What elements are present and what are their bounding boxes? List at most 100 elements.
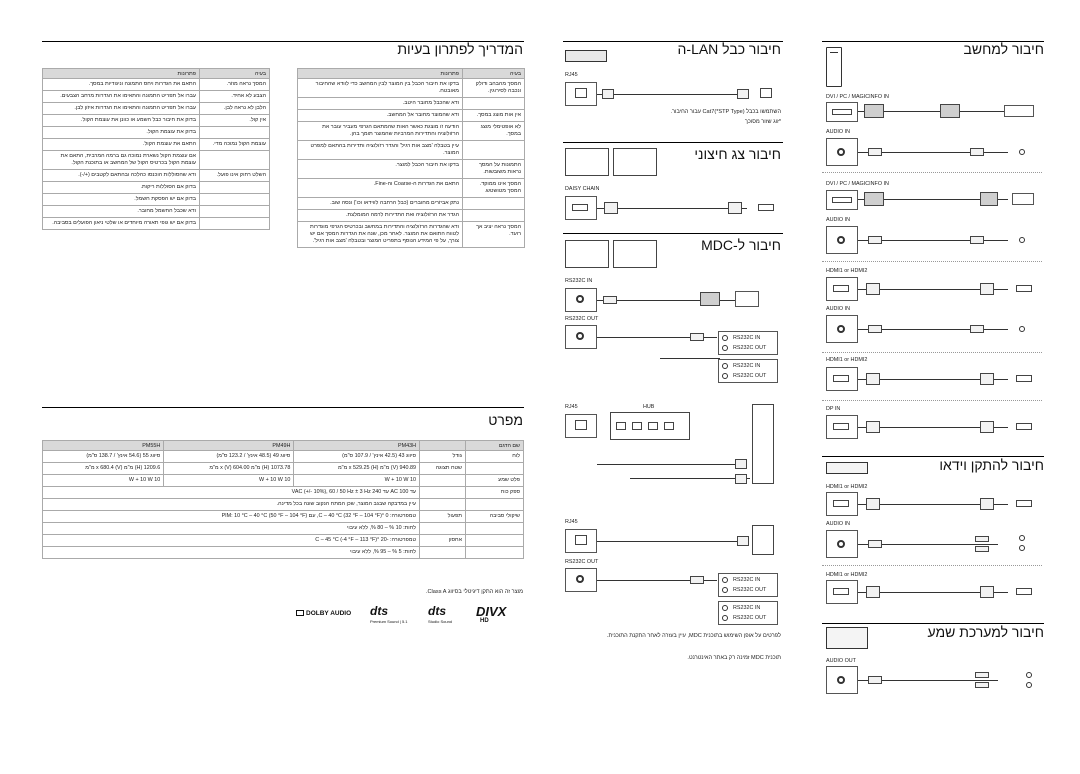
dvi-plug-left bbox=[864, 104, 884, 118]
table-cell: ודא שהמוצר מחובר אל המחשב. bbox=[297, 109, 463, 122]
dvi-in-label: DVI / PC / MAGICINFO IN bbox=[826, 94, 889, 100]
table-cell bbox=[462, 97, 525, 110]
mdc-section-title: חיבור ל-MDC bbox=[701, 237, 781, 253]
table-cell bbox=[462, 140, 525, 160]
table-row: המסך נראה יציב אך רועד.ודא שהגדרות הרזול… bbox=[297, 221, 525, 248]
spec-cell: לחות: 5 % – 95 %, ללא עיבוי bbox=[42, 546, 420, 559]
table-row: המסך נראה מוזר.התאם את הגדרות ויחס התמונ… bbox=[42, 78, 270, 91]
dp-in-label: DP IN bbox=[826, 406, 841, 412]
table-cell: בדוק אם יש הפסקת חשמל. bbox=[42, 193, 200, 206]
daisy-section-title: חיבור צג חיצוני bbox=[694, 146, 781, 162]
spec-cell: 1209.6 (H) מ"מ x 680.4 (V) מ"מ bbox=[41, 462, 165, 475]
video-section-title: חיבור להתקן וידאו bbox=[939, 457, 1044, 473]
dolby-logo: DOLBY AUDIO bbox=[296, 610, 351, 617]
table-cell: הודעה זו מוצגת כאשר האות שהמתאם הגרפי מע… bbox=[297, 121, 463, 141]
spec-cell bbox=[419, 498, 466, 511]
daisy-rule bbox=[563, 142, 783, 143]
dts1-sub: Studio Sound bbox=[428, 619, 453, 624]
mdc-note-2: תוכנית MDC זמינה רק באתר האינטרנט. bbox=[687, 655, 781, 661]
spec-cell: לחות: 10 % – 80 %, ללא עיבוי bbox=[42, 522, 420, 535]
table-cell: הגדר את הרזולוציה ואת התדירות לרמה המומל… bbox=[297, 209, 463, 222]
table-cell: הצבע לא אחיד. bbox=[199, 90, 270, 103]
spec-h-pm49: PM49H bbox=[163, 440, 295, 451]
mdc-rule bbox=[563, 233, 783, 234]
audio-in-label: AUDIO IN bbox=[826, 129, 850, 135]
table-cell bbox=[199, 126, 270, 139]
audio-in-label-3: AUDIO IN bbox=[826, 306, 850, 312]
hub-label: HUB bbox=[643, 404, 655, 410]
table-cell: בדוק את עוצמת הקול. bbox=[42, 126, 200, 139]
spec-h-model: שם הדגם bbox=[465, 440, 524, 451]
display-device bbox=[752, 404, 774, 484]
audio-system-icon bbox=[826, 627, 868, 649]
table-cell: השלט רחוק אינו פועל. bbox=[199, 169, 270, 182]
audio-rule bbox=[822, 623, 1044, 624]
table-cell: הלבן לא נראה לבן. bbox=[199, 102, 270, 115]
rs232c-in-label-2: RS232C IN bbox=[733, 335, 761, 341]
table-cell: ודא שהכבל מחובר היטב. bbox=[297, 97, 463, 110]
table-cell bbox=[199, 181, 270, 194]
dvi-port-pc bbox=[1004, 105, 1034, 117]
video-rule bbox=[822, 456, 1044, 457]
spec-cell: תפעול bbox=[419, 510, 466, 523]
rs232c-in-label-5: RS232C IN bbox=[733, 605, 761, 611]
spec-cell bbox=[419, 546, 466, 559]
dvi-in-label-2: DVI / PC / MAGICINFO IN bbox=[826, 181, 889, 187]
tl-col-problem: בעיה bbox=[199, 68, 270, 79]
specs-rule bbox=[42, 407, 524, 408]
rs232c-in-label-3: RS232C IN bbox=[733, 363, 761, 369]
table-row: ודא שהכבל מחובר היטב. bbox=[297, 97, 525, 110]
table-row: אם עוצמת הקול נשארת נמוכה גם ברמה המרבית… bbox=[42, 150, 270, 170]
spec-row: עיין במדבקה שבגב המוצר, שכן המתח הנקוב ש… bbox=[42, 498, 524, 511]
spec-cell: 10 W + 10 W bbox=[41, 474, 165, 487]
dts1-text: dts bbox=[428, 604, 446, 618]
table-cell: התאם את הגדרות ה-Coarse וה-Fine. bbox=[297, 178, 463, 198]
table-cell: לא אופטימלי מוצג במסך. bbox=[462, 121, 525, 141]
monitor-icon-3 bbox=[565, 240, 609, 268]
tl-col-solution: פתרונות bbox=[42, 68, 200, 79]
troubleshoot-section-title: המדריך לפתרון בעיות bbox=[397, 41, 523, 57]
troubleshoot-table-left: בעיה פתרונות המסך נראה מוזר.התאם את הגדר… bbox=[42, 68, 270, 230]
table-row: בדוק אם יש גופי תאורה מיוחדים או שלטי ני… bbox=[42, 217, 270, 230]
spec-row: לחות: 5 % – 95 %, ללא עיבוי bbox=[42, 546, 524, 559]
rs232c-out-label: RS232C OUT bbox=[565, 316, 599, 322]
monitor-icon-2 bbox=[613, 148, 657, 176]
lan-note-2: *זוג שזור מסוכך bbox=[744, 119, 781, 125]
audio-in-label-4: AUDIO IN bbox=[826, 521, 850, 527]
spec-cell bbox=[419, 474, 466, 487]
table-cell: התאם את הגדרות ויחס התמונה וניגודיות במס… bbox=[42, 78, 200, 91]
rs232c-in-label: RS232C IN bbox=[565, 278, 593, 284]
daisy-chain-label: DAISY CHAIN bbox=[565, 186, 600, 192]
table-cell: בדוק אם הסוללות ריקות. bbox=[42, 181, 200, 194]
rs232-box-4 bbox=[718, 601, 778, 625]
lan-note-1: השתמשו בכבל Cat7(*STP Type) עבור החיבור. bbox=[670, 109, 781, 115]
dts2-sub: Premium Sound | 5.1 bbox=[370, 619, 408, 624]
spec-cell: טמפרטורה: 0 °C – 40 °C (32 °F – 104 °F),… bbox=[42, 510, 420, 523]
spec-cell bbox=[419, 522, 466, 535]
table-cell: עיין בטבלה 'מצב אות רגיל' והגדר רזולוציה… bbox=[297, 140, 463, 160]
table-cell: אין קול. bbox=[199, 114, 270, 127]
spec-h-sub bbox=[419, 440, 466, 451]
troubleshoot-table-right: בעיה פתרונות המסך מהבהב ודולק ונכבה לסיר… bbox=[297, 68, 525, 248]
table-row: התמונות על המסך נראות משובשות.בדקו את חי… bbox=[297, 159, 525, 179]
table-cell bbox=[199, 205, 270, 218]
table-row: אין אות מוצג במסך.ודא שהמוצר מחובר אל המ… bbox=[297, 109, 525, 122]
rj45-label: RJ45 bbox=[565, 72, 578, 78]
hdmi-label-3: HDMI1 or HDMI2 bbox=[826, 484, 868, 490]
table-cell bbox=[199, 217, 270, 230]
table-row: עיין בטבלה 'מצב אות רגיל' והגדר רזולוציה… bbox=[297, 140, 525, 160]
table-cell: אם עוצמת הקול נשארת נמוכה גם ברמה המרבית… bbox=[42, 150, 200, 170]
table-cell: נתק אביזרים מחוברים (כבל הרחבה לווידאו ו… bbox=[297, 197, 463, 210]
divx-sub: HD bbox=[480, 618, 489, 624]
spec-cell bbox=[465, 534, 524, 547]
spec-cell bbox=[465, 546, 524, 559]
spec-cell: עיין במדבקה שבגב המוצר, שכן המתח הנקוב ש… bbox=[42, 498, 420, 511]
dvi-port bbox=[826, 102, 858, 122]
table-cell: התמונות על המסך נראות משובשות. bbox=[462, 159, 525, 179]
table-cell: המסך אינו ממוקד. המסך מטושטש. bbox=[462, 178, 525, 198]
